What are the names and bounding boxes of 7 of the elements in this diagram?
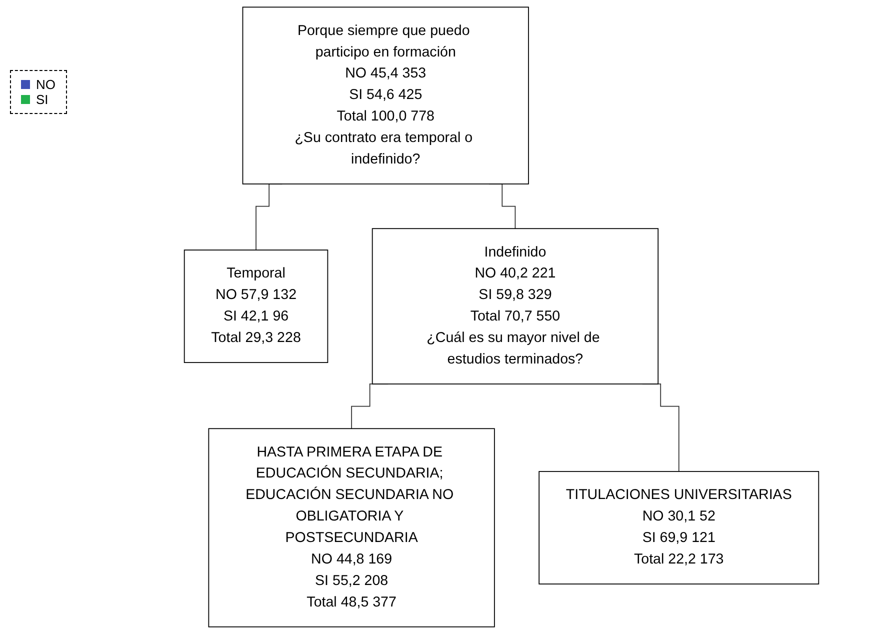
node-box: TITULACIONES UNIVERSITARIAS NO 30,1 52 SI 69,9 121 Total 22,2 173 xyxy=(538,471,820,584)
legend-label: SI xyxy=(36,92,48,107)
legend-label: NO xyxy=(36,77,56,92)
node-box: Porque siempre que puedo participo en formación NO 45,4 353 SI 54,6 425 Total 100,0 778 ¿Su contrato era temporal o indefinido? xyxy=(242,6,529,184)
node-box: Indefinido NO 40,2 221 SI 59,8 329 Total 70,7 550 ¿Cuál es su mayor nivel de estudios terminados? xyxy=(372,228,659,384)
node-box: HASTA PRIMERA ETAPA DE EDUCACIÓN SECUNDARIA; EDUCACIÓN SECUNDARIA NO OBLIGATORIA Y POSTSECUNDARIA NO 44,8 169 SI 55,2 208 Total 48,5 377 xyxy=(208,428,495,628)
node-box: Temporal NO 57,9 132 SI 42,1 96 Total 29,3 228 xyxy=(184,250,328,363)
